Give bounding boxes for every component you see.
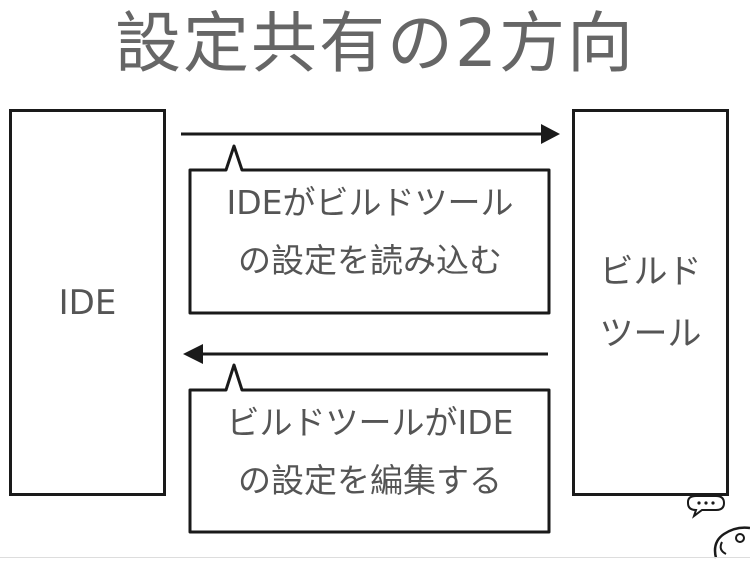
caption-read-line-1: IDEがビルドツール [226,183,514,222]
build-tool-label-line-1: ビルド [599,251,702,292]
caption-read-settings: IDEがビルドツール の設定を読み込む [190,174,550,290]
caption-edit-line-1: ビルドツールがIDE [226,403,514,442]
caption-edit-line-2: の設定を編集する [238,461,502,500]
arrow-to-ide-head [183,344,203,364]
caption-bubble-edit [188,363,551,534]
caption-edit-settings: ビルドツールがIDE の設定を編集する [190,394,550,510]
caption-bubble-read [188,144,551,315]
caption-read-line-2: の設定を読み込む [238,241,502,280]
ide-label: IDE [58,282,117,323]
speech-bubble-character-icon [687,495,750,559]
ide-box: IDE [9,109,166,496]
build-tool-box: ビルド ツール [572,109,729,496]
page-title: 設定共有の2方向 [115,5,635,82]
footer-divider [0,557,750,558]
build-tool-label-line-2: ツール [599,313,702,354]
arrow-to-build-tool-head [541,124,560,144]
build-tool-label: ビルド ツール [575,241,726,365]
